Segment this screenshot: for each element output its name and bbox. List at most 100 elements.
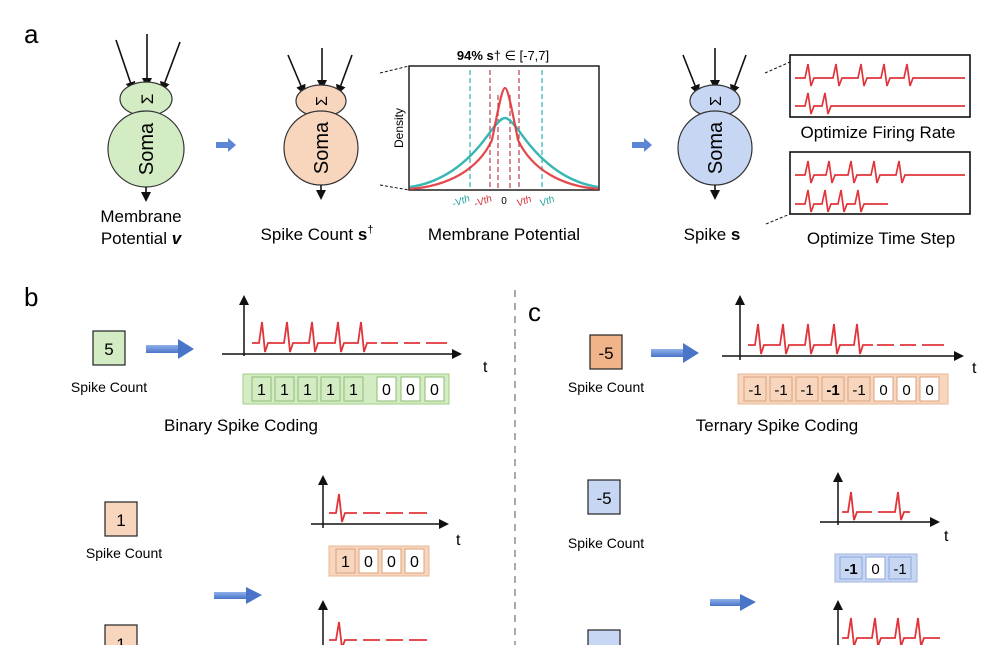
code-digit: -1 [844,561,857,578]
input-arrow-3 [336,54,353,95]
code-digit: 1 [326,382,335,399]
density-xlabel: Membrane Potential [428,225,580,244]
encode-arrow-lower [214,587,262,604]
spike-count-label: Spike Count [86,545,162,561]
code-cell [873,376,894,402]
code-cell [919,376,940,402]
soma-label: Soma [136,122,158,175]
plot-frame [408,65,600,191]
spike-train-partial [842,617,940,645]
spike-count-value: -5 [596,489,611,508]
zoom-guide-bottom [379,184,410,191]
neuron-3: Σ Soma Spike s [677,48,753,244]
spike-train-low-rate [795,92,965,115]
spike-train-5 [252,321,377,353]
code-cell [335,548,356,574]
code-digit: -1 [826,382,839,399]
code-cell [376,376,397,402]
sigma-symbol: Σ [138,94,157,105]
axis-t: t [944,528,949,545]
code-cell [743,376,767,402]
flow-arrow-2 [632,138,652,152]
code-digit: 0 [871,561,879,578]
spike-count-box [587,479,621,515]
axis-t: t [972,360,977,377]
axis-t: t [456,532,461,549]
code-cell [320,376,341,402]
code-digit: 0 [410,554,419,571]
spike-train-long [795,160,965,184]
encode-arrow-lower [710,594,756,611]
firing-rate-frame [789,54,971,118]
binary-code-row: 1 1 1 1 1 0 0 0 [242,373,450,405]
code-digit: 0 [406,382,415,399]
spike-count-value-partial: 1 [116,635,125,645]
code-digit: -1 [800,382,813,399]
code-digit: 1 [341,554,350,571]
spike-train-high-rate [795,63,965,87]
spike-count-label: Spike Count [568,379,644,395]
code-digit: 0 [387,554,396,571]
spike-count-box-partial [104,624,138,645]
lower-code-row: 1 0 0 0 [328,545,430,577]
opt-time-step-label: Optimize Time Step [807,229,955,248]
neuron-3-caption: Spike s [684,225,741,244]
code-digit: -1 [852,382,865,399]
input-arrow-3 [730,54,747,95]
spike-train-partial [329,621,427,645]
firing-rate-box: Optimize Firing Rate [764,54,971,142]
code-digit: 0 [430,382,439,399]
encode-arrow [146,339,194,359]
time-step-box: Optimize Time Step [765,151,971,248]
spike-count-label: Spike Count [71,379,147,395]
opt-firing-rate-label: Optimize Firing Rate [801,123,956,142]
code-digit: 0 [382,382,391,399]
neuron-1-caption-line1: Membrane [100,207,181,226]
density-title: 94% s† ∈ [-7,7] [457,48,549,63]
input-arrow-1 [682,54,700,95]
code-cell [896,376,917,402]
soma-label: Soma [311,121,333,174]
code-digit: 0 [902,382,910,399]
code-cell [400,376,421,402]
tick-zero: 0 [501,196,507,207]
spike-count-value: 5 [104,340,113,359]
input-arrow-1 [115,39,136,92]
zoom-guide [765,213,791,225]
spike-count-box-partial [587,629,621,645]
code-digit: -1 [774,382,787,399]
code-digit: 1 [280,382,289,399]
density-ylabel: Density [392,108,406,148]
neuron-2: Σ Soma Spike Count s† [261,48,373,244]
code-digit: 1 [349,382,358,399]
spike-train-1 [329,493,427,523]
spike-count-value: 1 [116,511,125,530]
panel-c-letter: c [528,297,541,327]
code-cell [381,548,402,574]
code-cell [274,376,295,402]
code-cell [297,376,318,402]
spike-train-neg [842,491,910,521]
code-digit: 1 [303,382,312,399]
code-digit: -1 [893,561,906,578]
tick-neg-vth-red: -Vth [473,193,494,210]
ternary-code-row: -1 -1 -1 -1 -1 0 0 0 [737,373,949,405]
spike-count-box [104,501,138,537]
red-density-curve [409,86,599,191]
panel-b-letter: b [24,282,38,312]
code-cell [343,376,364,402]
code-digit: -1 [748,382,761,399]
panel-a-letter: a [24,19,39,49]
input-arrow-1 [287,54,306,95]
zoom-guide [764,61,791,74]
sigma-symbol: Σ [314,96,331,106]
code-cell [424,376,445,402]
encode-arrow [651,343,699,363]
tick-pos-vth-red: Vth [515,194,533,210]
code-cell [769,376,793,402]
code-cell [821,376,845,402]
sigma-symbol: Σ [708,96,725,106]
flow-arrow-1 [216,138,236,152]
spike-count-box [589,334,623,370]
